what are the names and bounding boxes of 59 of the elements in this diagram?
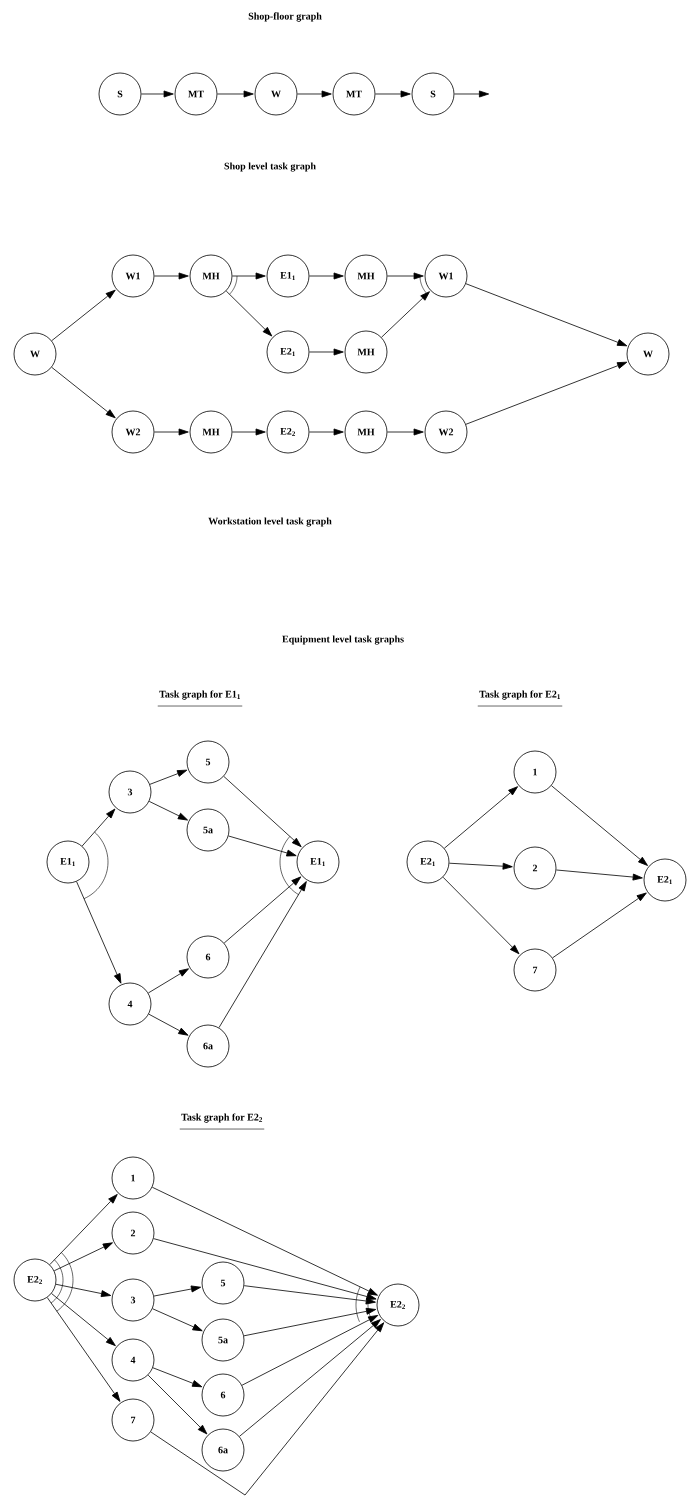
arrow: [442, 876, 520, 955]
arrow: [232, 428, 266, 436]
arrow: [148, 1013, 189, 1036]
heading: Workstation level task graph: [208, 517, 332, 527]
arrow: [309, 272, 344, 280]
arrow: [153, 1285, 202, 1297]
arrow: [150, 1322, 385, 1496]
arrow: [228, 835, 297, 857]
arrow: [148, 801, 188, 821]
arrow: [551, 785, 648, 866]
arrow: [232, 272, 266, 280]
heading: Equipment level task graphs: [282, 635, 404, 645]
arrow: [154, 272, 189, 280]
arrow: [225, 290, 273, 337]
arrow: [387, 428, 424, 436]
arrow: [81, 808, 116, 847]
underlined-heading: Task graph for E1$_{1}$: [157, 690, 243, 707]
arrow: [465, 361, 628, 425]
arrow: [555, 869, 643, 881]
arrow: [239, 1319, 381, 1437]
heading: Shop level task graph: [224, 162, 316, 172]
arrow: [149, 769, 188, 785]
arrow: [51, 366, 116, 419]
arrow: [381, 291, 430, 338]
arrow: [309, 428, 344, 436]
arrow: [151, 1186, 378, 1296]
arrow: [309, 348, 344, 356]
arrow: [152, 1308, 203, 1332]
arrow: [465, 283, 628, 347]
heading: Shop-floor graph: [248, 12, 322, 22]
arrow: [152, 1367, 203, 1388]
arrow: [375, 90, 411, 98]
arrow: [552, 892, 647, 959]
arrow: [454, 90, 490, 98]
arrow: [241, 1315, 379, 1386]
arrow: [243, 1307, 377, 1337]
arrow: [387, 272, 424, 280]
arrow: [147, 1374, 208, 1435]
arrow: [51, 289, 116, 342]
arrow: [448, 862, 513, 870]
arrow: [243, 1285, 376, 1305]
arrow: [76, 881, 122, 984]
arrow: [154, 428, 189, 436]
arrow: [141, 90, 174, 98]
underlined-heading: Task graph for E2$_{2}$: [179, 1113, 265, 1130]
arrow: [51, 1293, 116, 1347]
arrow: [46, 1297, 121, 1402]
arrow: [49, 1194, 118, 1265]
arrow: [297, 90, 332, 98]
arrow: [217, 90, 254, 98]
arrow: [218, 881, 307, 1029]
arrow: [223, 776, 302, 848]
arrow: [153, 1238, 377, 1300]
arrow: [53, 1242, 113, 1272]
arrow: [223, 876, 302, 944]
arrow: [444, 786, 518, 849]
arrow: [55, 1283, 112, 1297]
underlined-heading: Task graph for E2$_{1}$: [477, 690, 563, 707]
arrow: [147, 968, 189, 994]
